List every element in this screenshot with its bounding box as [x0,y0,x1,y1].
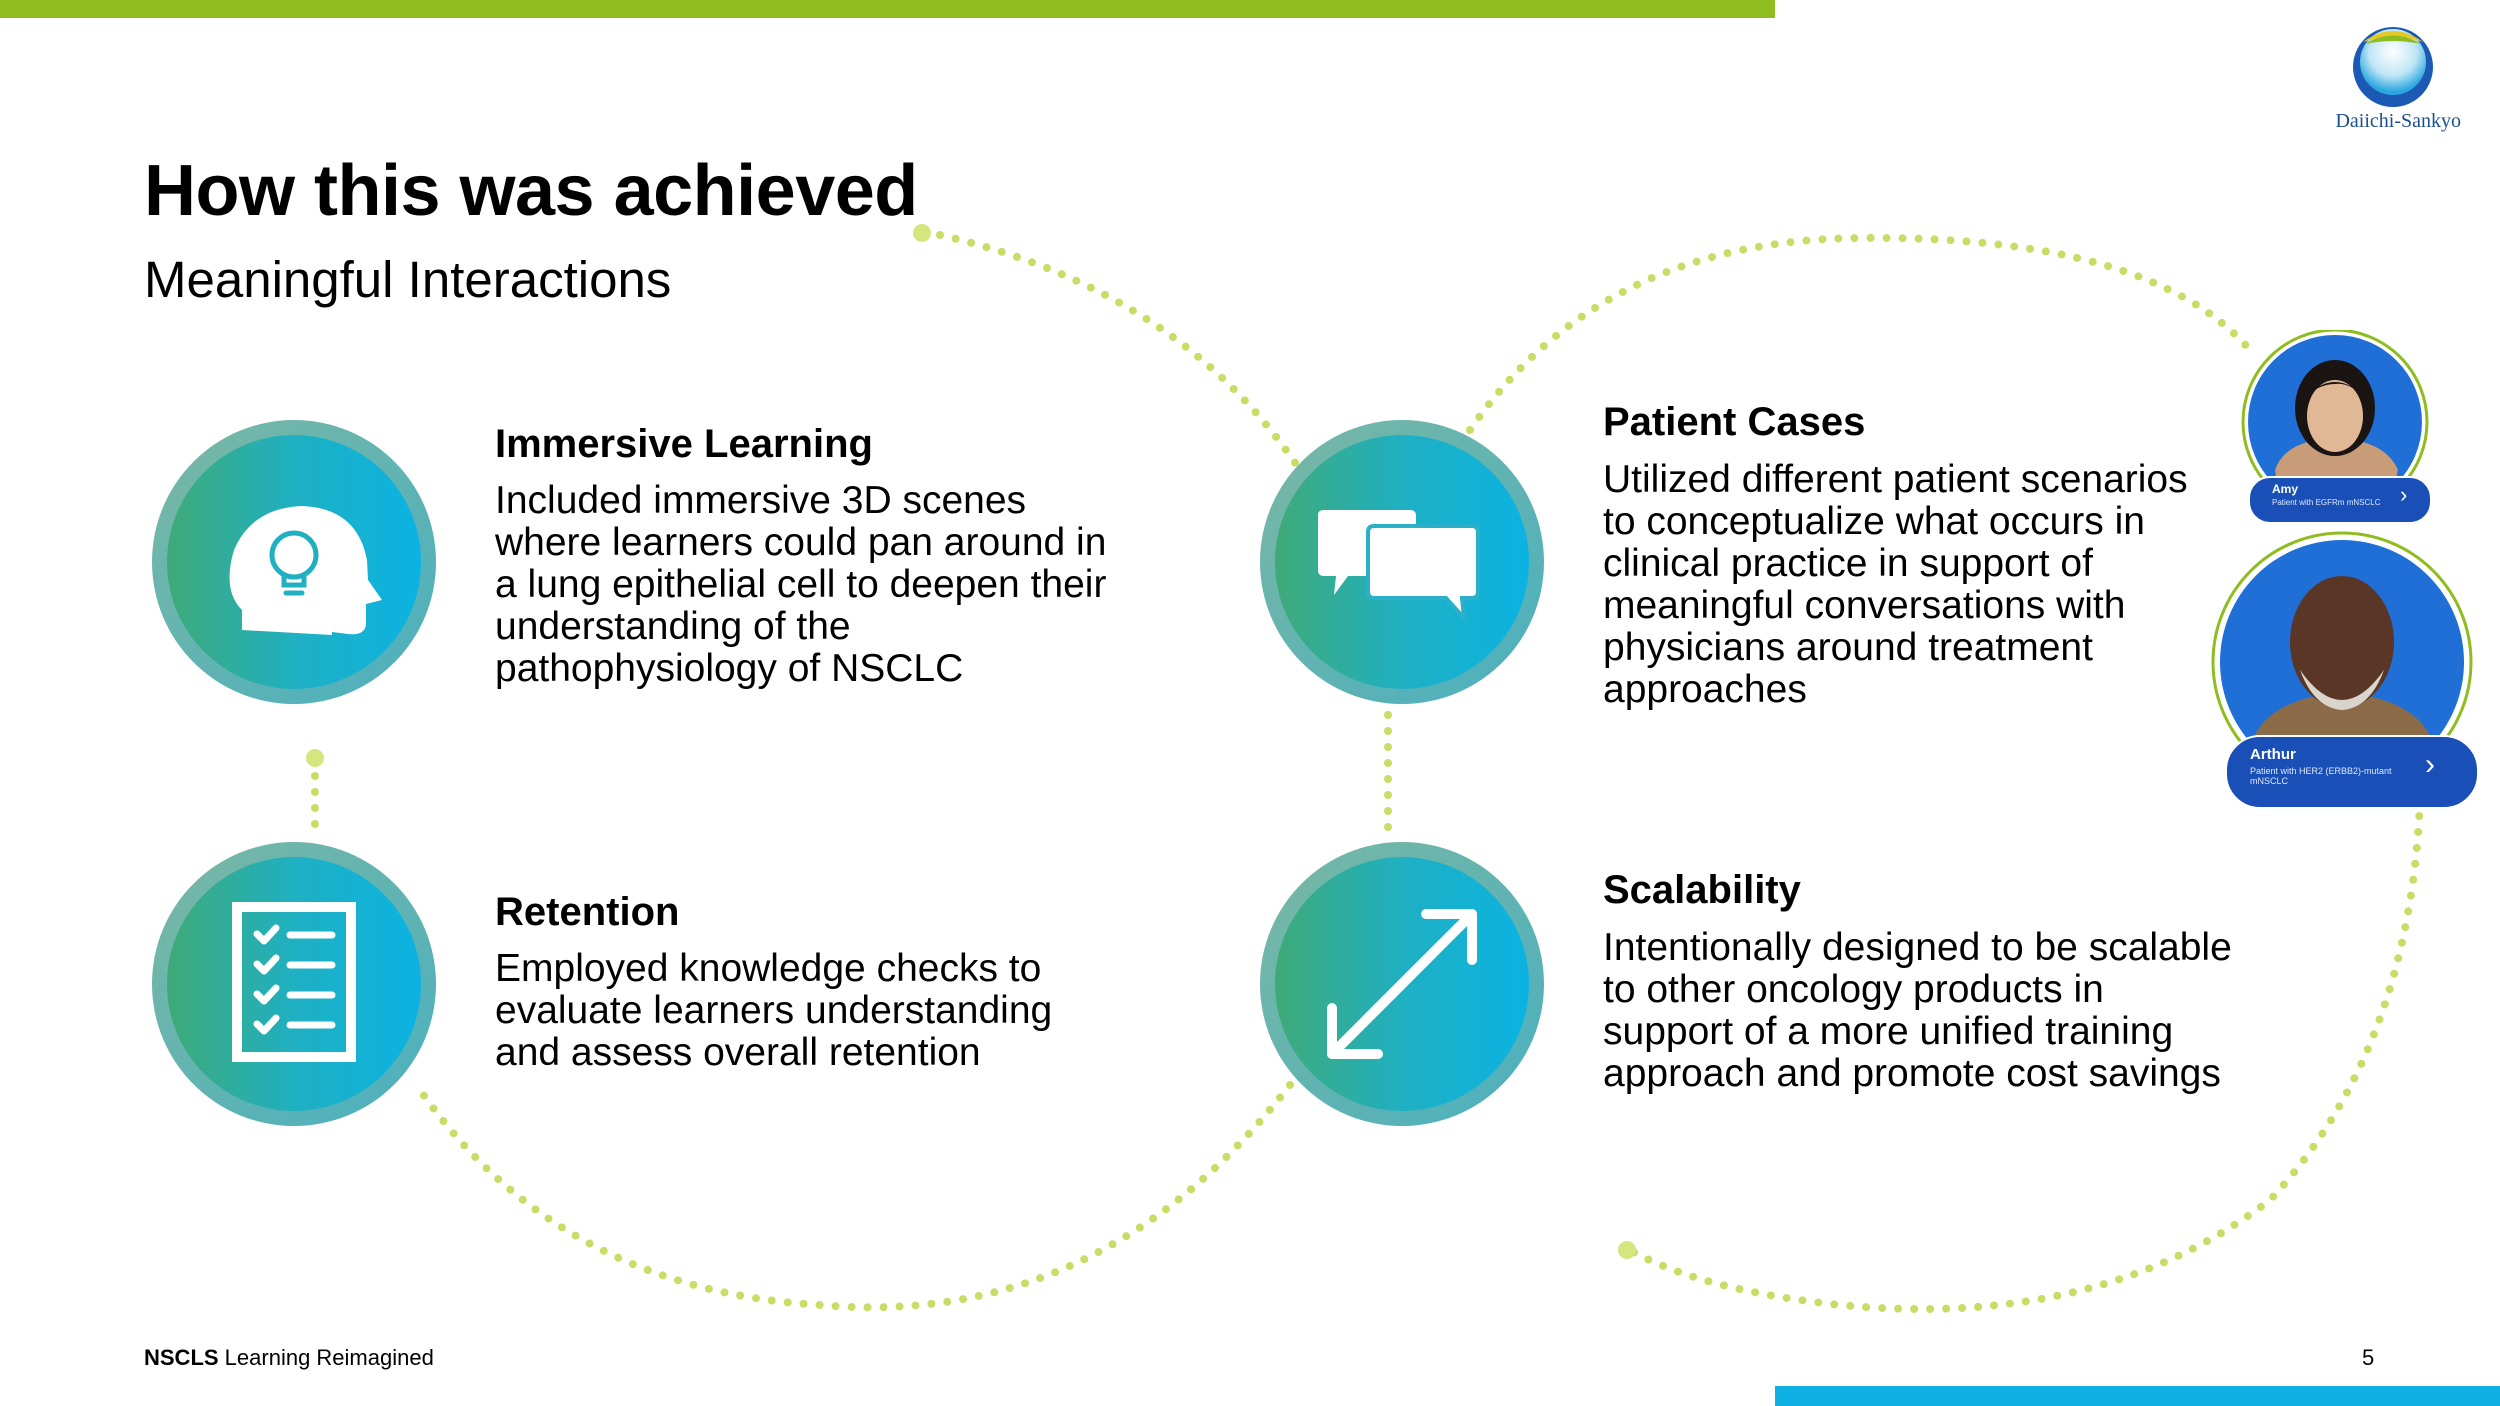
arc-top-left [936,231,1304,474]
footer-text: Learning Reimagined [218,1345,434,1370]
arc-bottom-right [1626,796,2424,1313]
patient-card-arthur[interactable]: Arthur Patient with HER2 (ERBB2)-mutant … [2210,530,2479,809]
scalability-title: Scalability [1603,868,1801,912]
immersive-learning-badge [152,420,436,704]
bottom-accent-bar [1775,1386,2500,1406]
patient-amy-avatar [2241,328,2429,516]
chevron-right-icon: › [2400,482,2408,507]
retention-text: Employed knowledge checks to evaluate le… [495,947,1053,1074]
retention-title: Retention [495,890,680,934]
footer-brand: NSCLS [144,1345,219,1370]
top-accent-bar [0,0,1775,18]
scalability-text: Intentionally designed to be scalable to… [1603,926,2232,1095]
immersive-learning-title: Immersive Learning [495,422,873,466]
patient-arthur-name: Arthur [2250,746,2296,763]
patient-amy-label [2248,476,2432,524]
chevron-right-icon: › [2425,748,2435,781]
resize-arrows-icon [1327,909,1477,1059]
retention-badge [152,842,436,1126]
patient-cases-badge [1260,420,1544,704]
arc-top-right [1466,233,2254,434]
patient-arthur-label [2225,735,2479,809]
daiichi-sankyo-logo [2353,27,2433,107]
footer: NSCLS Learning Reimagined [144,1345,434,1371]
head-lightbulb-icon [229,506,382,635]
patient-card-amy[interactable]: Amy Patient with EGFRm mNSCLC › [2240,328,2432,524]
page-subtitle: Meaningful Interactions [144,251,672,308]
patient-amy-name: Amy [2272,482,2299,496]
chat-bubbles-icon [1318,510,1480,624]
logo-text: Daiichi-Sankyo [2335,110,2461,132]
arc-bottom-left [416,1081,1294,1312]
page-title: How this was achieved [144,151,918,231]
checklist-icon [232,902,356,1062]
patient-cases-title: Patient Cases [1603,400,1866,444]
patient-amy-description: Patient with EGFRm mNSCLC [2272,498,2381,507]
patient-arthur-description: Patient with HER2 (ERBB2)-mutant mNSCLC [2250,766,2392,786]
page-number: 5 [2362,1345,2375,1370]
immersive-learning-text: Included immersive 3D scenes where learn… [495,479,1107,690]
patient-cases-text: Utilized different patient scenarios to … [1603,458,2188,711]
scalability-badge [1260,842,1544,1126]
